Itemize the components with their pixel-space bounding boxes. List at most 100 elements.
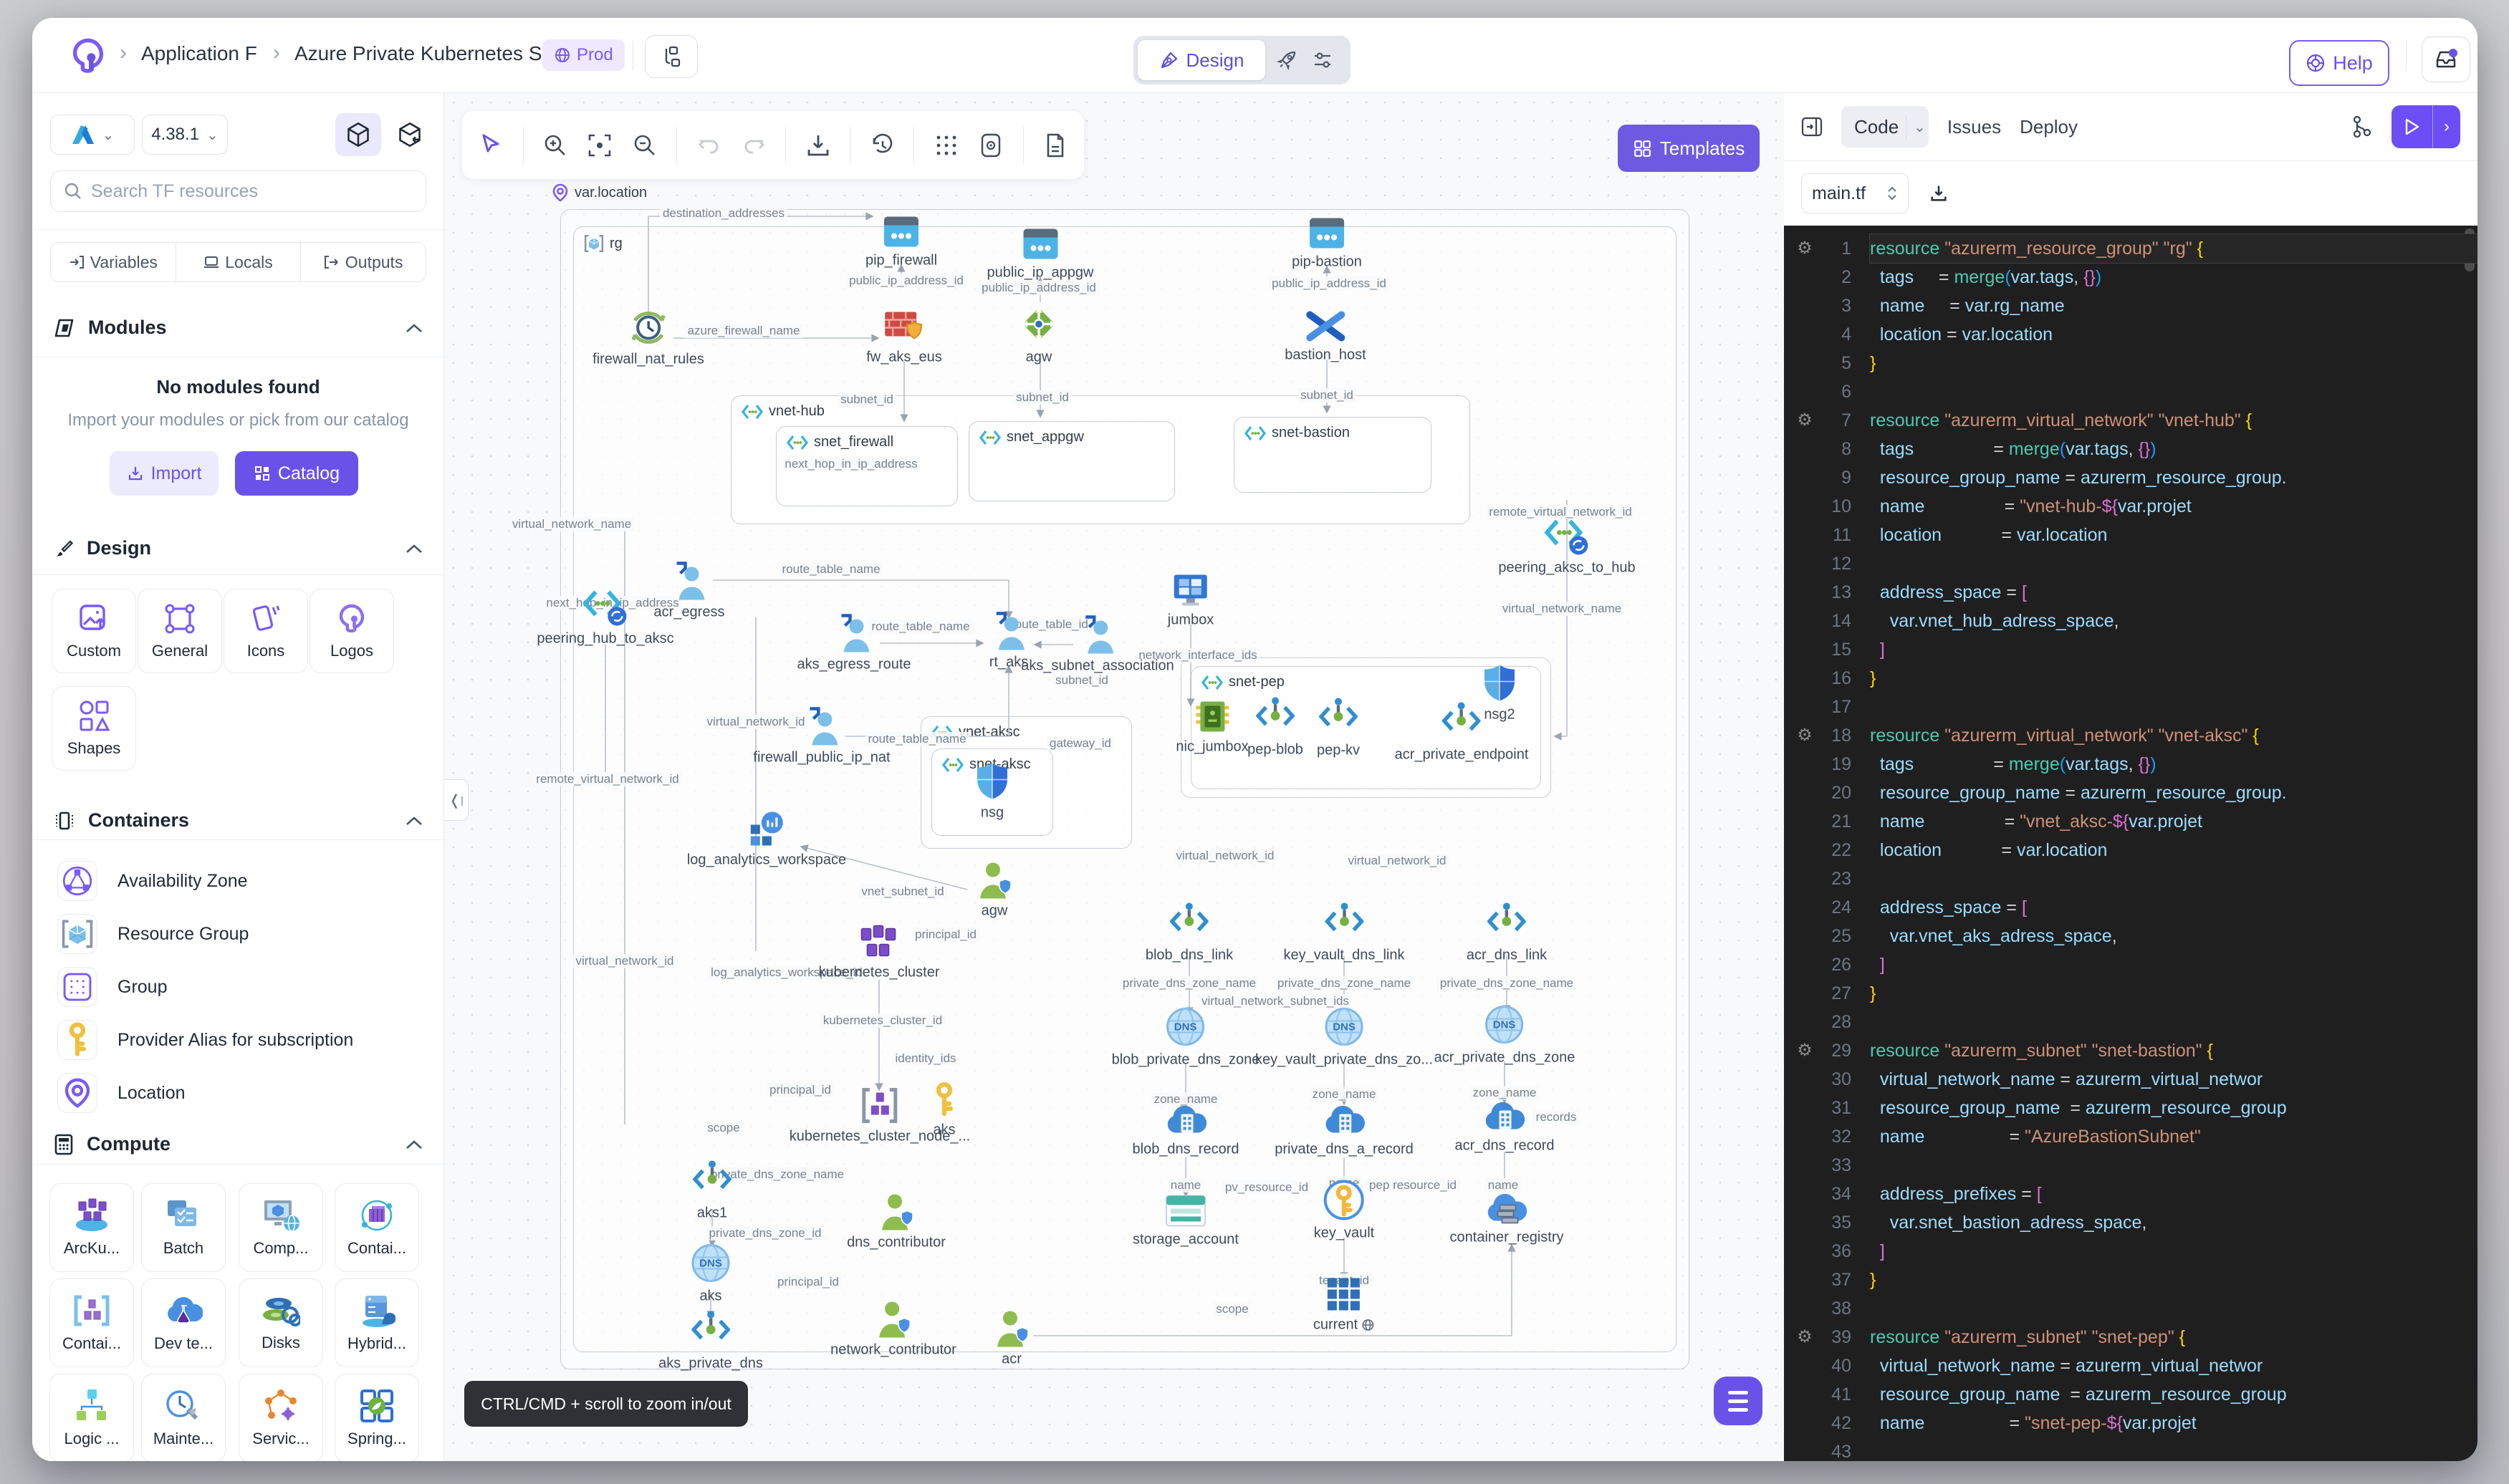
node-blob_dns_link[interactable]: blob_dns_link [1146, 902, 1233, 964]
node-network_contributor[interactable]: network_contributor [830, 1299, 956, 1359]
compute-tile-9[interactable]: Mainte... [141, 1374, 226, 1461]
resource-gear-icon[interactable]: ⚙ [1784, 1323, 1826, 1352]
node-nic_jumbox[interactable]: nic_jumbox [1176, 699, 1248, 756]
design-tile-logos[interactable]: Logos [310, 589, 394, 673]
preview-card-icon[interactable] [978, 131, 1004, 160]
design-tile-general[interactable]: General [138, 589, 222, 673]
code-editor[interactable]: ⚙1resource "azurerm_resource_group" "rg"… [1784, 226, 2477, 1461]
compute-tile-6[interactable]: Disks [239, 1278, 323, 1367]
node-firewall_public_ip_nat[interactable]: firewall_public_ip_nat [753, 707, 890, 766]
node-firewall_nat_rules[interactable]: firewall_nat_rules [593, 309, 704, 368]
resource-gear-icon[interactable]: ⚙ [1784, 721, 1826, 750]
compute-tile-1[interactable]: Batch [141, 1183, 226, 1272]
design-tile-shapes[interactable]: Shapes [52, 686, 136, 771]
container-item-2[interactable]: Group [57, 967, 167, 1007]
node-nsg[interactable]: nsg [976, 762, 1009, 822]
download-canvas-icon[interactable] [805, 131, 831, 160]
tab-deploy[interactable]: Deploy [2020, 116, 2078, 138]
breadcrumb-app[interactable]: Application F [141, 42, 257, 65]
version-select[interactable]: 4.38.1⌄ [142, 115, 228, 155]
fit-view-icon[interactable] [587, 131, 613, 160]
chevron-up-icon[interactable] [406, 323, 423, 333]
node-aks_egress_route[interactable]: aks_egress_route [797, 614, 911, 673]
section-modules[interactable]: Modules [54, 317, 423, 339]
node-key_vault_dns_link[interactable]: key_vault_dns_link [1284, 902, 1405, 964]
node-key_vault_private_dns_zone[interactable]: DNSkey_vault_private_dns_zo... [1255, 1006, 1433, 1069]
node-pep-kv[interactable]: pep-kv [1317, 697, 1360, 759]
version-tree-button[interactable] [645, 35, 698, 78]
sidebar-collapse-button[interactable]: ❬| [444, 779, 469, 821]
chevron-up-icon[interactable] [406, 1140, 423, 1150]
chevron-up-icon[interactable] [406, 544, 423, 554]
node-kubernetes_cluster[interactable]: kubernetes_cluster [819, 925, 940, 981]
sidebar-tab-locals[interactable]: Locals [176, 243, 302, 281]
node-container_registry[interactable]: container_registry [1450, 1190, 1564, 1246]
node-dns_contributor[interactable]: dns_contributor [847, 1192, 946, 1251]
node-pep-blob[interactable]: pep-blob [1247, 696, 1303, 758]
node-bastion_host[interactable]: bastion_host [1285, 310, 1366, 364]
compute-tile-8[interactable]: Logic ... [49, 1374, 134, 1461]
collapse-panel-icon[interactable] [1801, 116, 1823, 138]
section-compute[interactable]: Compute [54, 1133, 423, 1155]
design-canvas[interactable]: Templates var.locationrgvnet-hubsnet_fir… [444, 93, 1784, 1461]
node-aks_private_dns[interactable]: aks_private_dns [658, 1310, 763, 1372]
tab-deploy-rocket[interactable] [1272, 46, 1301, 74]
compute-tile-4[interactable]: Contai... [49, 1278, 134, 1367]
node-acr_dns_record[interactable]: acr_dns_record [1455, 1099, 1555, 1155]
tab-settings-sliders[interactable] [1308, 46, 1337, 74]
sidebar-tab-variables[interactable]: Variables [51, 243, 176, 281]
node-aks1[interactable]: aks1 [693, 1160, 731, 1222]
resource-gear-icon[interactable]: ⚙ [1784, 406, 1826, 435]
node-agw[interactable]: agw [1018, 304, 1060, 366]
node-nsg2[interactable]: nsg2 [1483, 664, 1516, 723]
node-aks_subnet_association[interactable]: aks_subnet_association [1021, 615, 1174, 675]
document-icon[interactable] [1042, 131, 1068, 160]
catalog-button[interactable]: Catalog [235, 451, 358, 496]
inbox-button[interactable] [2422, 37, 2470, 82]
search-input[interactable]: Search TF resources [50, 170, 426, 212]
undo-icon[interactable] [696, 131, 722, 160]
download-file-icon[interactable] [1929, 183, 1949, 203]
compute-tile-0[interactable]: ArcKu... [49, 1183, 134, 1272]
node-storage_account[interactable]: storage_account [1133, 1195, 1239, 1248]
node-acr[interactable]: acr [994, 1309, 1030, 1368]
node-current[interactable]: current [1313, 1277, 1375, 1334]
grid-dots-icon[interactable] [933, 131, 959, 160]
tab-design[interactable]: Design [1138, 40, 1265, 80]
node-blob_private_dns_zone[interactable]: DNSblob_private_dns_zone [1112, 1006, 1260, 1069]
node-aks_dns[interactable]: DNSaks [690, 1243, 731, 1305]
node-aks_key[interactable]: aks [931, 1082, 957, 1139]
container-item-4[interactable]: Location [57, 1073, 186, 1113]
templates-button[interactable]: Templates [1618, 125, 1760, 172]
design-tile-icons[interactable]: Icons [224, 589, 308, 673]
node-peering_hub_to_aksc[interactable]: peering_hub_to_aksc [537, 588, 673, 647]
compute-tile-7[interactable]: Hybrid... [335, 1278, 419, 1367]
breadcrumb-project[interactable]: Azure Private Kubernetes S... [294, 42, 559, 65]
canvas-menu-button[interactable] [1714, 1377, 1762, 1425]
section-containers[interactable]: Containers [54, 809, 423, 832]
node-log_analytics_workspace[interactable]: log_analytics_workspace [687, 811, 846, 869]
container-item-0[interactable]: Availability Zone [57, 861, 248, 901]
resource-gear-icon[interactable]: ⚙ [1784, 1036, 1826, 1065]
container-item-1[interactable]: Resource Group [57, 914, 249, 954]
design-tile-custom[interactable]: Custom [52, 589, 136, 673]
compute-tile-10[interactable]: Servic... [239, 1374, 323, 1461]
file-select[interactable]: main.tf [1801, 173, 1909, 213]
node-key_vault[interactable]: key_vault [1314, 1180, 1375, 1242]
chevron-up-icon[interactable] [406, 816, 423, 826]
compute-tile-3[interactable]: Contai... [335, 1183, 419, 1272]
compute-tile-2[interactable]: Comp... [239, 1183, 323, 1272]
node-fw_aks_eus[interactable]: fw_aks_eus [866, 308, 942, 366]
brand-logo-icon[interactable] [69, 37, 107, 74]
node-blob_dns_record[interactable]: blob_dns_record [1133, 1103, 1239, 1158]
node-private_dns_a_record[interactable]: private_dns_a_record [1275, 1103, 1413, 1158]
run-button[interactable]: › [2392, 105, 2460, 148]
compute-tile-11[interactable]: Spring... [335, 1374, 419, 1461]
provider-select[interactable]: ⌄ [50, 115, 135, 155]
import-button[interactable]: Import [110, 451, 219, 496]
node-pip_firewall[interactable]: pip_firewall [865, 216, 937, 269]
node-agw2[interactable]: agw [977, 860, 1012, 920]
node-public_ip_appgw[interactable]: public_ip_appgw [987, 228, 1093, 281]
tab-code[interactable]: Code⌄ [1841, 106, 1929, 148]
help-button[interactable]: Help [2289, 40, 2389, 86]
